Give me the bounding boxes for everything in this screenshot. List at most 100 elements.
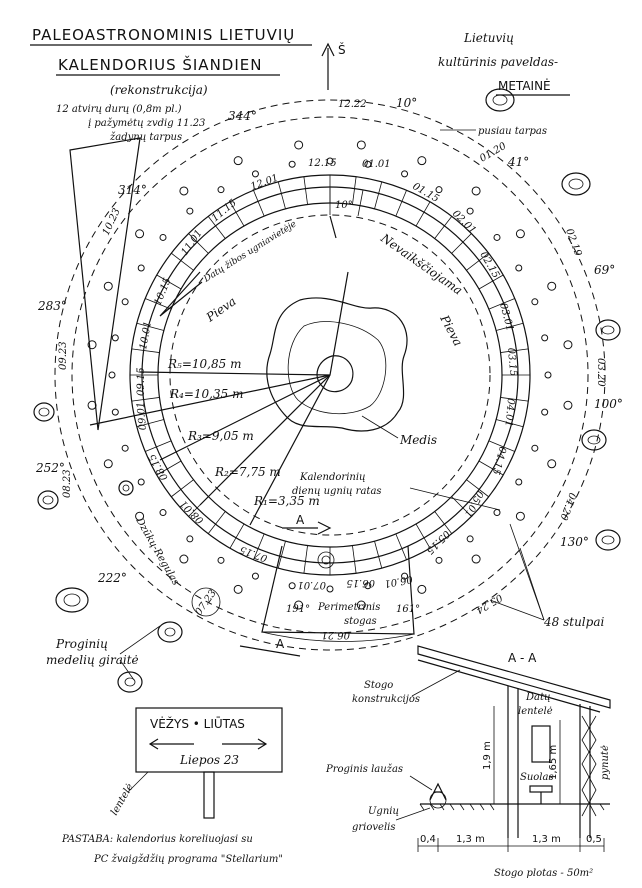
- post-circle: [417, 156, 427, 166]
- post-circle: [547, 459, 557, 469]
- post-circle: [108, 371, 116, 379]
- post-circles: [87, 140, 573, 610]
- radius-4: R₄=10,35 m: [169, 387, 243, 401]
- ring-tick: [500, 397, 529, 402]
- ring-tick: [395, 190, 407, 217]
- ring-tick: [374, 541, 383, 569]
- label-bonfire: Proginis laužas: [325, 764, 403, 775]
- angle-top-inner: 10°: [335, 200, 353, 211]
- post-circle: [233, 156, 243, 166]
- title-line2: KALENDORIUS ŠIANDIEN: [58, 55, 262, 74]
- post-circle: [135, 229, 145, 239]
- ring-tick: [500, 348, 529, 353]
- radius-3: R₃=9,05 m: [187, 429, 254, 443]
- label-grove-2: medelių giraitė: [46, 653, 139, 667]
- post-circle: [111, 408, 119, 416]
- ring-tick: [145, 440, 172, 452]
- ring-tick: [451, 496, 472, 517]
- label-fire-ring-1: Kalendorinių: [299, 472, 365, 483]
- post-circle: [417, 584, 427, 594]
- label-rope: pynutė: [600, 745, 611, 780]
- ring-tick: [171, 252, 194, 271]
- post-circle: [466, 207, 474, 215]
- radius-lines: [89, 271, 349, 526]
- date-03-15: 03.15: [505, 347, 518, 376]
- date-12-15: 12.15: [308, 158, 337, 169]
- ring-tick: [415, 201, 431, 227]
- post-circle: [121, 444, 129, 452]
- post-circle: [493, 233, 501, 241]
- ring-tick: [145, 298, 172, 310]
- tree-blob: [266, 297, 408, 432]
- section-title: A - A: [508, 651, 537, 665]
- ring-tick: [131, 397, 160, 402]
- label-date-board-2: lentelė: [518, 706, 553, 717]
- ring-tick: [374, 181, 383, 209]
- post-circle: [364, 582, 372, 590]
- ring-tick: [352, 176, 357, 205]
- label-doors-1: 12 atvirų durų (0,8m pl.): [56, 104, 182, 115]
- label-roof-constr-1: Stogo: [364, 680, 393, 691]
- angle-130: 130°: [560, 535, 589, 549]
- ring-tick: [207, 511, 226, 534]
- post-circle: [135, 511, 145, 521]
- ring-tick: [478, 274, 504, 290]
- heritage-line1: Lietuvių: [463, 31, 514, 45]
- post-circle: [288, 582, 296, 590]
- post-circle: [179, 186, 189, 196]
- label-bench: Suolas: [520, 772, 554, 783]
- date-04-01: 04.01: [503, 398, 516, 427]
- ring-tick: [434, 511, 453, 534]
- dim-0-4: 0,4: [420, 834, 436, 845]
- post-circle: [217, 556, 225, 564]
- section-mark-bottom: A: [276, 637, 285, 651]
- post-circle: [103, 281, 113, 291]
- ring-segment-ticks: [130, 175, 530, 575]
- post-circle: [186, 207, 194, 215]
- ring-tick: [466, 479, 489, 498]
- dim-1-3-left: 1,3 m: [456, 834, 485, 845]
- date-10-01: 10.01: [138, 320, 154, 350]
- note-line2: PC žvaigždžių programa "Stellarium": [93, 854, 283, 865]
- angle-10: 10°: [396, 96, 417, 110]
- angle-69: 69°: [594, 263, 615, 277]
- post-circle: [233, 584, 243, 594]
- post-circle: [103, 459, 113, 469]
- post-circle: [159, 509, 167, 517]
- post-circle: [217, 186, 225, 194]
- label-groove-2: griovelis: [352, 822, 396, 833]
- date-12-22: 12.22: [338, 99, 367, 110]
- ring-tick: [277, 181, 286, 209]
- radius-1: R₁=3,35 m: [253, 494, 320, 508]
- ring-tick: [277, 541, 286, 569]
- title-line3: (rekonstrukcija): [110, 83, 208, 97]
- label-perimeter-2: stogas: [344, 616, 377, 627]
- date-09-15: 09.15: [136, 367, 147, 396]
- date-01-01: 01.01: [362, 159, 391, 170]
- north-label: Š: [338, 42, 346, 57]
- post-circle: [294, 140, 304, 150]
- date-09-01: 09.01: [136, 401, 149, 430]
- section-drawing: [417, 645, 611, 852]
- post-circle: [356, 600, 366, 610]
- label-date-board-1: Datų: [525, 692, 550, 703]
- post-circle: [288, 160, 296, 168]
- ring-tick: [136, 419, 164, 428]
- ring-tick: [395, 533, 407, 560]
- post-circle: [544, 371, 552, 379]
- label-posts: 48 stulpai: [543, 615, 604, 629]
- post-circle: [251, 572, 259, 580]
- ring-tick: [466, 252, 489, 271]
- ring-tick: [156, 274, 182, 290]
- angle-222: 222°: [97, 571, 127, 585]
- post-circle: [326, 585, 334, 593]
- angle-283: 283°: [37, 299, 67, 313]
- heritage-line2: kultūrinis paveldas-: [438, 55, 558, 69]
- angle-344: 344°: [228, 109, 257, 123]
- date-06-15: 06.15: [346, 577, 375, 588]
- angle-161: 161°: [396, 604, 420, 615]
- dim-1-9: 1,9 m: [482, 741, 493, 770]
- label-grove-1: Proginių: [55, 637, 108, 651]
- ring-tick: [229, 523, 245, 549]
- ring-tick: [229, 201, 245, 227]
